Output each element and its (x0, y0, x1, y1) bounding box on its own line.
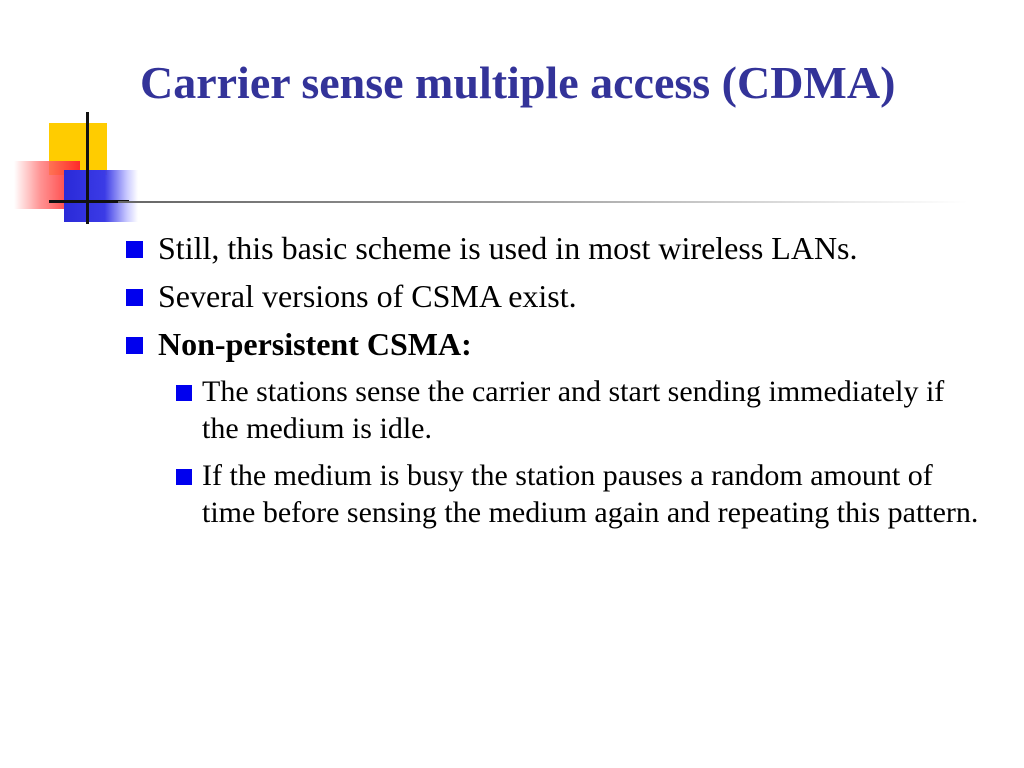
sub-bullet-text: The stations sense the carrier and start… (202, 375, 945, 445)
sub-bullet-text: If the medium is busy the station pauses… (202, 459, 979, 529)
slide-content: Still, this basic scheme is used in most… (126, 229, 986, 541)
bullet-text: Several versions of CSMA exist. (158, 278, 577, 314)
square-bullet-icon (176, 469, 192, 485)
vertical-line-decoration (86, 112, 89, 224)
title-divider (118, 201, 968, 203)
bullet-item: Still, this basic scheme is used in most… (126, 229, 986, 267)
square-bullet-icon (126, 289, 143, 306)
sub-bullet-item: If the medium is busy the station pauses… (176, 457, 986, 531)
horizontal-line-decoration (49, 200, 129, 203)
square-bullet-icon (126, 337, 143, 354)
bullet-text: Still, this basic scheme is used in most… (158, 230, 858, 266)
square-bullet-icon (176, 385, 192, 401)
bullet-text: Non-persistent CSMA: (158, 326, 472, 362)
bullet-item: Several versions of CSMA exist. (126, 277, 986, 315)
blue-square-decoration (64, 170, 138, 222)
corner-decoration (0, 0, 160, 240)
square-bullet-icon (126, 241, 143, 258)
slide-title: Carrier sense multiple access (CDMA) (140, 57, 896, 108)
bullet-item: Non-persistent CSMA: (126, 325, 986, 363)
sub-bullet-item: The stations sense the carrier and start… (176, 373, 986, 447)
